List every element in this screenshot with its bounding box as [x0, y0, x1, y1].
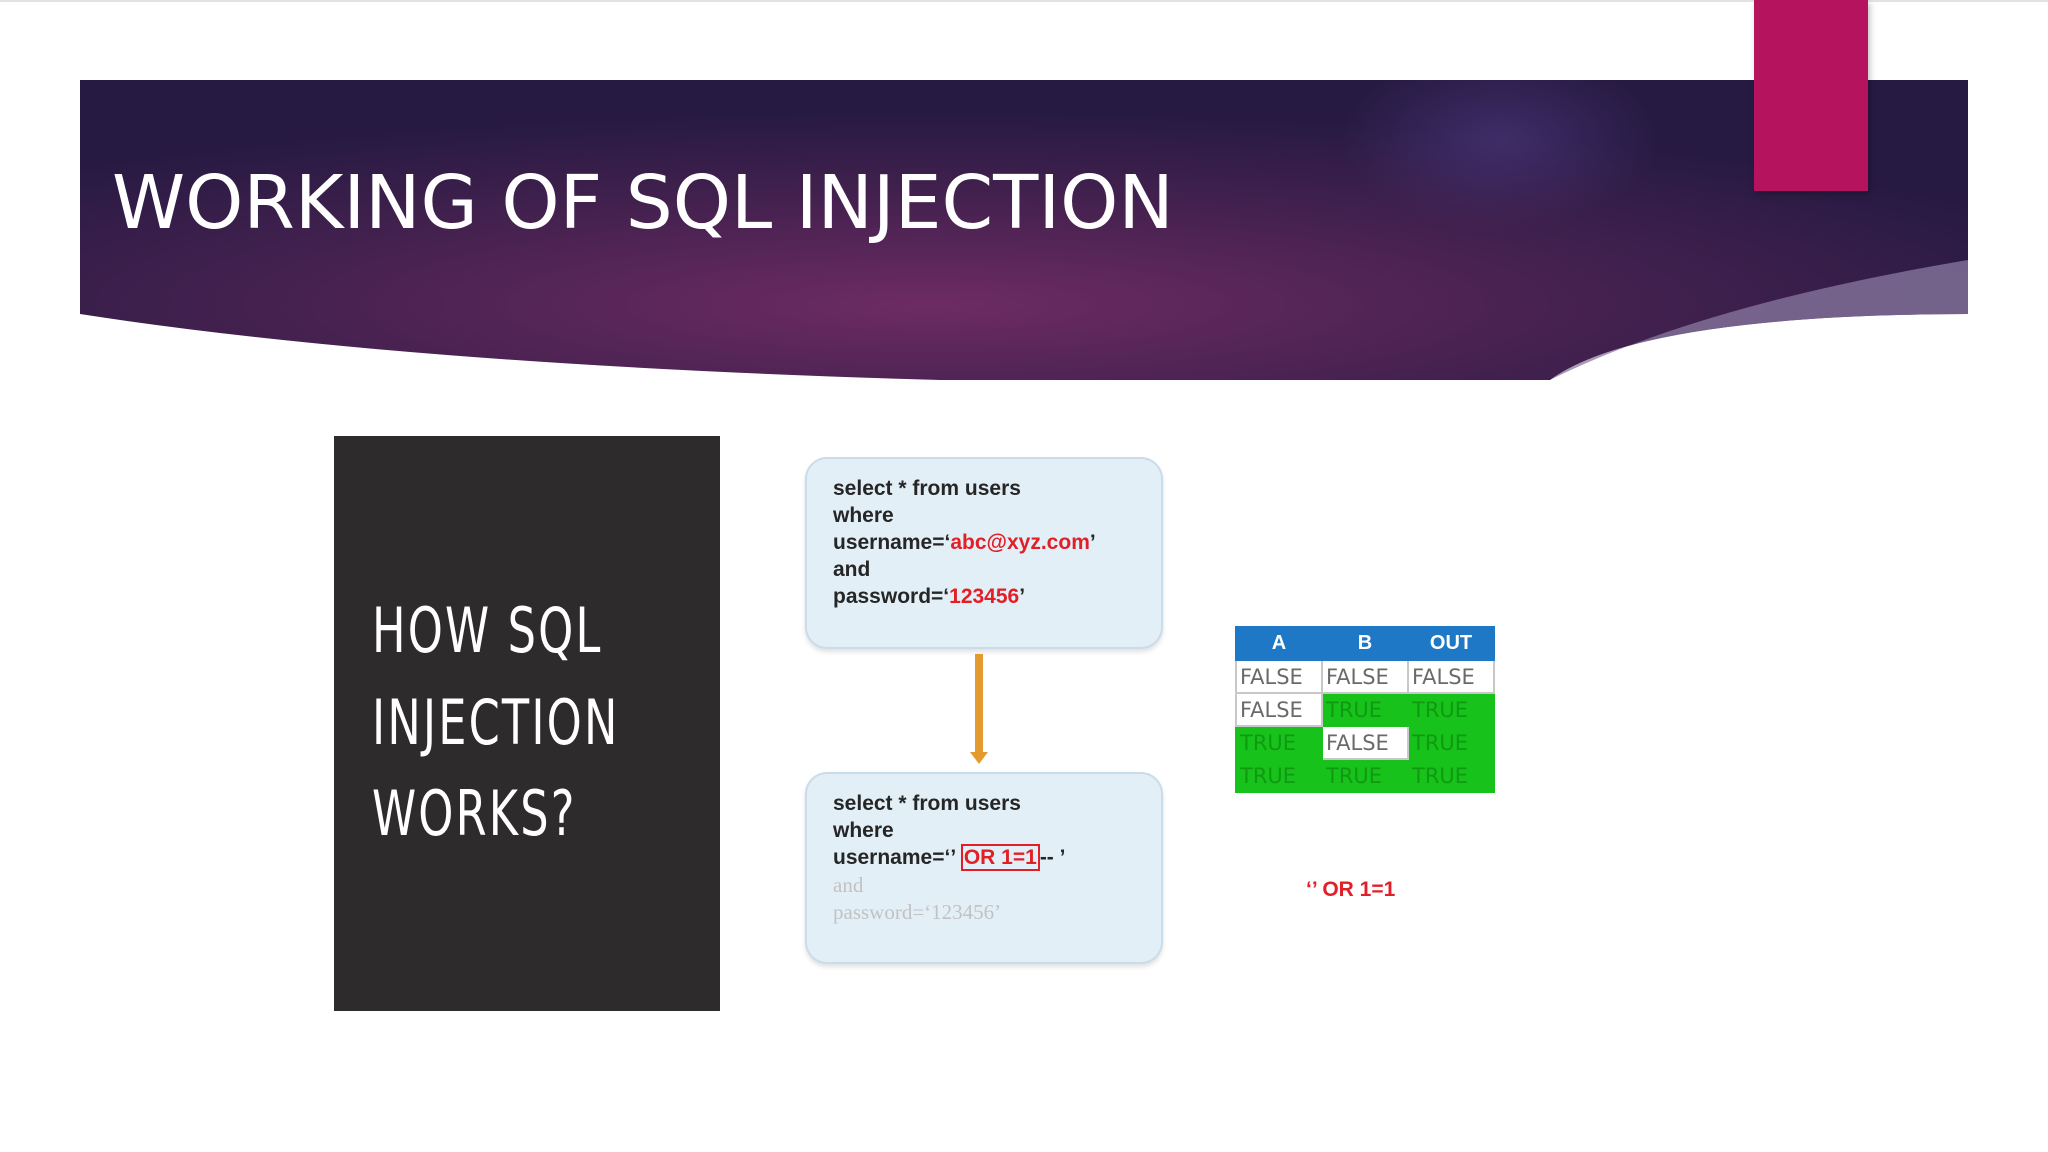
table-row: FALSE FALSE FALSE	[1235, 659, 1495, 694]
query-text: password=‘	[833, 585, 950, 608]
table-row: TRUE TRUE TRUE	[1235, 758, 1495, 793]
table-cell: FALSE	[1407, 659, 1495, 694]
table-cell: TRUE	[1321, 758, 1409, 793]
injected-query-box: select * from users where username=‘’ OR…	[805, 772, 1163, 964]
card-line-3: WORKS?	[372, 777, 577, 850]
table-cell: TRUE	[1407, 692, 1495, 727]
table-cell: TRUE	[1235, 725, 1323, 760]
query-line: where	[833, 819, 894, 842]
table-cell: FALSE	[1321, 659, 1409, 694]
table-row: FALSE TRUE TRUE	[1235, 692, 1495, 727]
query-line: where	[833, 504, 894, 527]
header-cell: A	[1235, 626, 1323, 661]
truth-table-header: A B OUT	[1235, 626, 1495, 661]
query-username-line: username=‘abc@xyz.com’	[833, 531, 1096, 555]
query-username-line: username=‘’ OR 1=1-- ’	[833, 844, 1066, 871]
table-cell: FALSE	[1235, 659, 1323, 694]
query-line: select * from users	[833, 792, 1021, 815]
original-query-box: select * from users where username=‘abc@…	[805, 457, 1163, 649]
query-text: ’	[1089, 531, 1096, 554]
query-text: username=‘	[833, 531, 951, 554]
injected-condition: OR 1=1	[960, 844, 1040, 871]
or-truth-table: A B OUT FALSE FALSE FALSE FALSE TRUE TRU…	[1235, 626, 1495, 793]
table-row: TRUE FALSE TRUE	[1235, 725, 1495, 760]
top-border-line	[0, 0, 2048, 2]
query-line: select * from users	[833, 477, 1021, 500]
query-text: ’	[1019, 585, 1026, 608]
table-cell: FALSE	[1235, 692, 1323, 727]
accent-tab	[1754, 0, 1868, 191]
commented-out-line: password=‘123456’	[833, 900, 1002, 924]
username-value: abc@xyz.com	[950, 531, 1090, 554]
down-arrow-icon	[970, 752, 988, 764]
banner-background	[80, 80, 1968, 380]
password-value: 123456	[949, 585, 1020, 608]
comment-marker: -- ’	[1039, 846, 1066, 869]
injection-string: ‘’ OR 1=1	[1306, 878, 1396, 901]
commented-out-line: and	[833, 873, 864, 897]
table-cell: TRUE	[1407, 758, 1495, 793]
card-line-2: INJECTION	[372, 686, 620, 759]
query-password-line: password=‘123456’	[833, 585, 1025, 609]
table-cell: FALSE	[1321, 725, 1409, 760]
down-arrow	[975, 654, 983, 756]
title-banner	[80, 80, 1968, 380]
table-cell: TRUE	[1235, 758, 1323, 793]
header-cell: OUT	[1407, 626, 1495, 661]
card-line-1: HOW SQL	[372, 594, 603, 667]
header-cell: B	[1321, 626, 1409, 661]
table-cell: TRUE	[1407, 725, 1495, 760]
table-cell: TRUE	[1321, 692, 1409, 727]
how-sql-injection-works-card: HOW SQL INJECTION WORKS?	[334, 436, 720, 1011]
query-line: and	[833, 558, 871, 581]
slide-title: WORKING OF SQL INJECTION	[112, 160, 1174, 246]
query-text: username=‘’	[833, 846, 955, 869]
